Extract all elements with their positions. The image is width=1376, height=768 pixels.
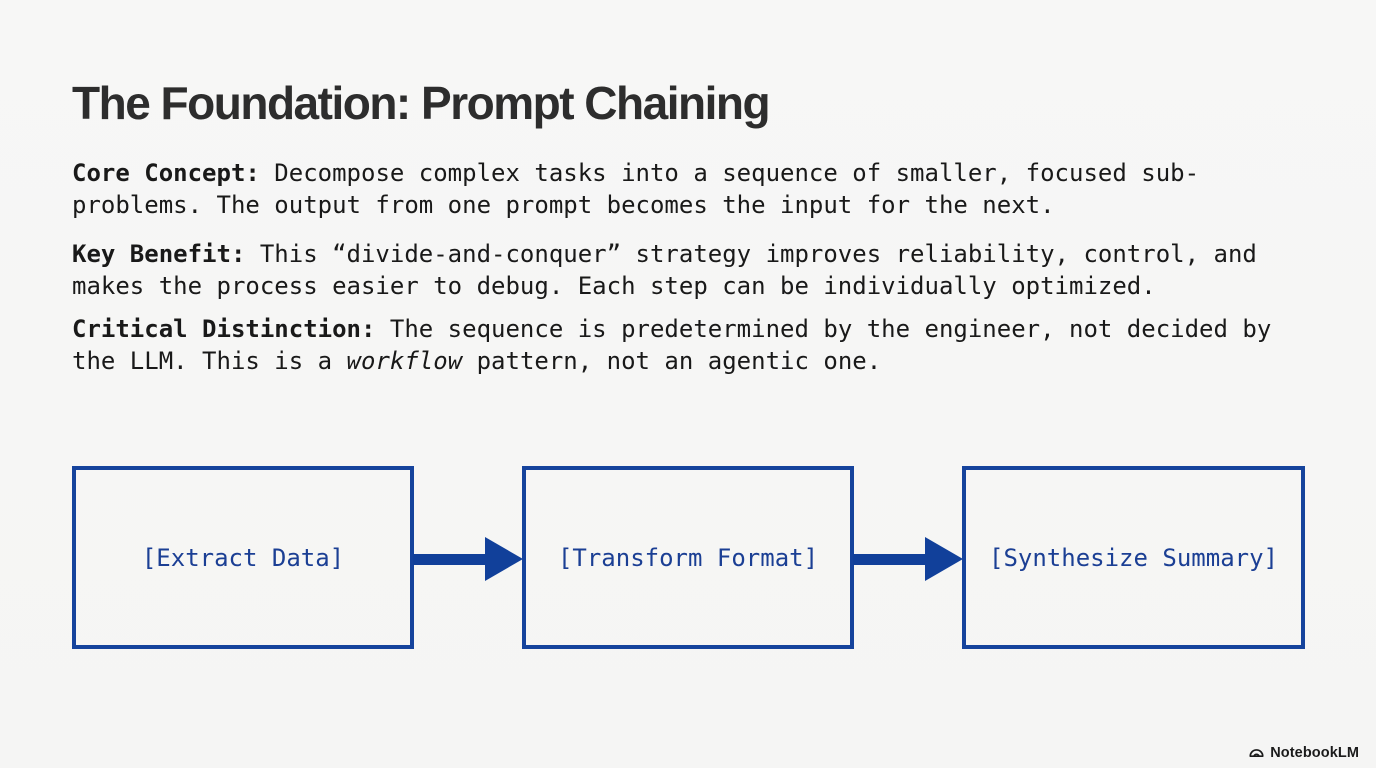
arrow-shaft <box>413 553 485 565</box>
paragraph-core-concept: Core Concept: Decompose complex tasks in… <box>72 157 1324 221</box>
paragraph-critical-distinction-lead: Critical Distinction: <box>72 315 376 343</box>
paragraph-key-benefit-body: This “divide-and-conquer” strategy impro… <box>72 240 1257 300</box>
paragraph-key-benefit: Key Benefit: This “divide-and-conquer” s… <box>72 238 1324 302</box>
paragraph-core-concept-body: Decompose complex tasks into a sequence … <box>72 159 1200 219</box>
arrow-shaft <box>853 553 925 565</box>
flow-node-transform-format: [Transform Format] <box>522 466 854 649</box>
arrow-head <box>485 537 523 581</box>
paragraph-critical-distinction-body-1: The sequence is predetermined by the eng… <box>72 315 1272 375</box>
paragraph-critical-distinction-italic-word: workflow <box>346 347 463 375</box>
paragraph-core-concept-lead: Core Concept: <box>72 159 260 187</box>
notebooklm-watermark: NotebookLM <box>1248 744 1359 761</box>
right-arrow-icon <box>413 537 523 581</box>
notebooklm-logo-icon <box>1248 744 1265 761</box>
flow-node-synthesize-summary-label: [Synthesize Summary] <box>989 543 1278 572</box>
arrow-head <box>925 537 963 581</box>
flow-node-extract-data-label: [Extract Data] <box>141 543 345 572</box>
slide-title: The Foundation: Prompt Chaining <box>72 77 771 129</box>
flow-node-transform-format-label: [Transform Format] <box>557 543 819 572</box>
paragraph-critical-distinction: Critical Distinction: The sequence is pr… <box>72 313 1324 377</box>
right-arrow-icon <box>853 537 963 581</box>
notebooklm-brand-text: NotebookLM <box>1270 744 1359 761</box>
paragraph-key-benefit-lead: Key Benefit: <box>72 240 246 268</box>
paragraph-critical-distinction-body-2: pattern, not an agentic one. <box>462 347 882 375</box>
flow-node-synthesize-summary: [Synthesize Summary] <box>962 466 1305 649</box>
flow-node-extract-data: [Extract Data] <box>72 466 414 649</box>
